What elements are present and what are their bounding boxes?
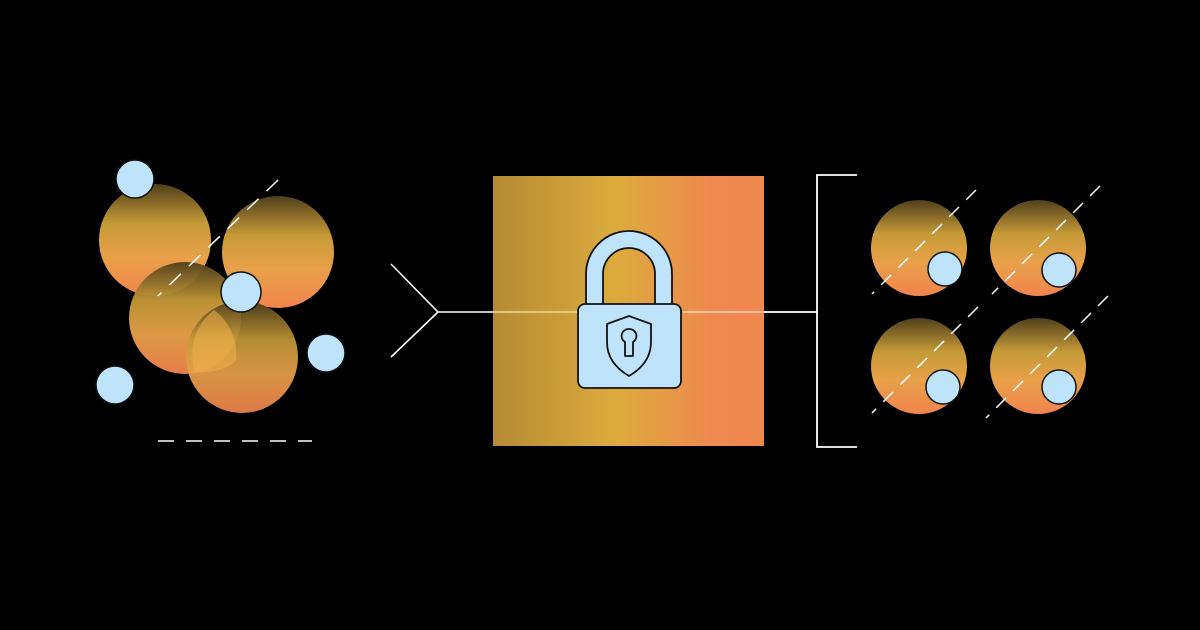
keyhole <box>620 328 638 357</box>
input-dashed-diagonal <box>157 179 279 297</box>
output-item-3 <box>871 306 979 414</box>
output-bracket <box>764 174 857 448</box>
lock-shackle <box>585 230 673 307</box>
output-item-2 <box>990 185 1101 296</box>
padlock-icon <box>577 230 682 389</box>
output-grid <box>871 185 1109 419</box>
overlap-highlight <box>192 310 237 373</box>
output-dot-1 <box>927 251 963 287</box>
input-dot-3 <box>306 333 346 373</box>
output-dot-2 <box>1041 252 1077 288</box>
input-dot-4 <box>95 365 135 405</box>
output-item-4 <box>985 295 1109 419</box>
output-item-1 <box>871 189 977 296</box>
input-dot-2 <box>220 271 262 313</box>
input-cluster <box>95 159 346 442</box>
encryption-panel <box>493 176 764 446</box>
shield-keyhole-icon <box>606 315 652 377</box>
lock-body <box>577 303 682 389</box>
output-dot-4 <box>1041 369 1077 405</box>
input-dot-1 <box>115 159 155 199</box>
merge-connector <box>390 263 493 358</box>
output-dot-3 <box>925 369 961 405</box>
